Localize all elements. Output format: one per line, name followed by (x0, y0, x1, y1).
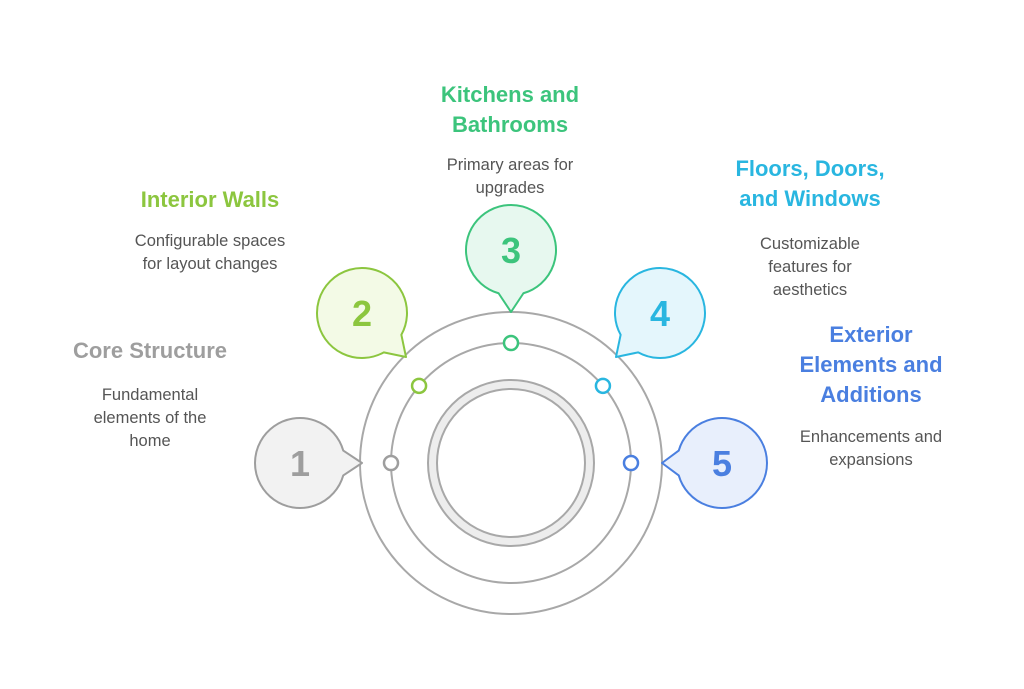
step-3-ring-marker (502, 334, 520, 352)
step-3-title: Kitchens and Bathrooms (440, 82, 580, 137)
step-5-description: Enhancements and expansions (799, 428, 943, 469)
step-3-bubble: 3 (465, 204, 557, 352)
step-4-number: 4 (650, 293, 670, 334)
step-4-bubble-shape (614, 267, 706, 359)
step-3-bubble-shape (465, 204, 557, 313)
step-5-bubble: 5 (622, 417, 768, 509)
step-4-ring-marker (594, 377, 612, 395)
step-2-ring-marker (410, 377, 428, 395)
step-1-bubble-shape (254, 417, 363, 509)
step-3-description: Primary areas for upgrades (446, 156, 574, 197)
step-4-description: Customizable features for aesthetics (760, 235, 860, 299)
step-5-bubble-shape (661, 417, 768, 509)
step-2-description: Configurable spaces for layout changes (134, 232, 286, 273)
step-2-number: 2 (352, 293, 372, 334)
step-4-bubble: 4 (594, 267, 706, 395)
step-5-title: Exterior Elements and Additions (799, 322, 943, 407)
inner-core (436, 388, 586, 538)
step-1-number: 1 (290, 443, 310, 484)
step-4-title: Floors, Doors, and Windows (735, 156, 885, 211)
step-5-number: 5 (712, 443, 732, 484)
step-2-bubble-shape (316, 267, 408, 359)
step-2-title: Interior Walls (140, 187, 280, 212)
step-1-bubble: 1 (254, 417, 400, 509)
step-1-ring-marker (382, 454, 400, 472)
step-5-ring-marker (622, 454, 640, 472)
step-2-bubble: 2 (316, 267, 428, 395)
step-3-number: 3 (501, 230, 521, 271)
step-1-title: Core Structure (72, 338, 228, 363)
step-1-description: Fundamental elements of the home (93, 386, 207, 450)
